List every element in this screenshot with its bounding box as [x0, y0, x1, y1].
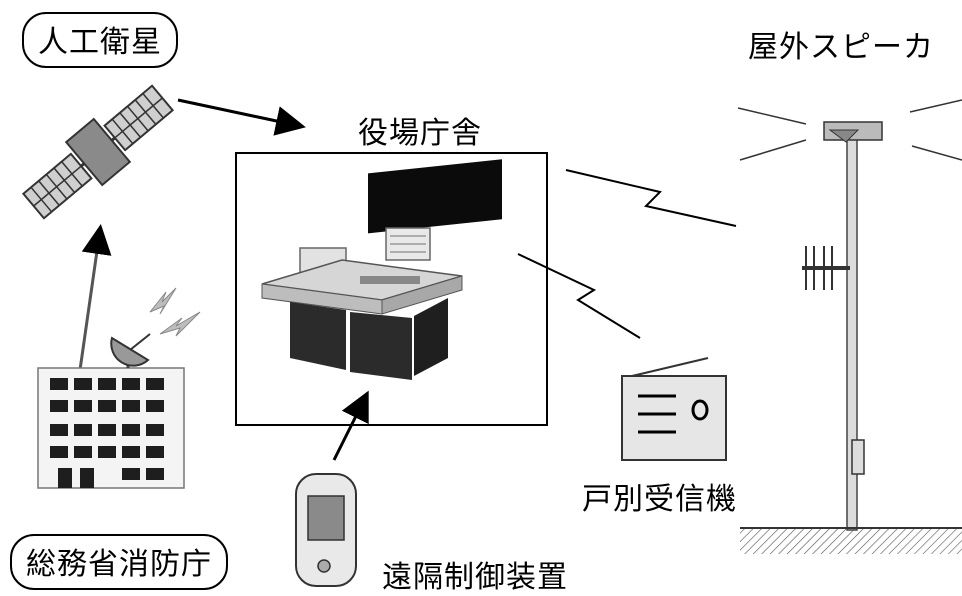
- arrow-remote-to-office: [332, 390, 369, 461]
- radio-receiver-icon: [621, 357, 727, 461]
- speaker-pole-icon: [737, 99, 962, 554]
- arrow-building-to-satellite: [78, 224, 112, 371]
- arrow-satellite-to-office: [177, 98, 306, 136]
- remote-controller-icon: [295, 473, 357, 587]
- radio-link-to-receiver: [517, 253, 641, 339]
- building-icon: [37, 367, 185, 489]
- satellite-label: 人工衛星: [22, 12, 178, 68]
- radio-link-to-speaker: [565, 169, 737, 227]
- fdma-label: 総務省消防庁: [10, 534, 228, 590]
- lightning-icon: [149, 287, 201, 337]
- control-console-icon: [261, 159, 502, 380]
- speaker-label: 屋外スピーカ: [748, 30, 934, 65]
- receiver-label: 戸別受信機: [582, 482, 737, 517]
- satellite-dish-icon: [110, 333, 151, 368]
- satellite-icon: [21, 84, 175, 220]
- remote-label: 遠隔制御装置: [382, 560, 568, 595]
- office-label: 役場庁舎: [358, 116, 482, 151]
